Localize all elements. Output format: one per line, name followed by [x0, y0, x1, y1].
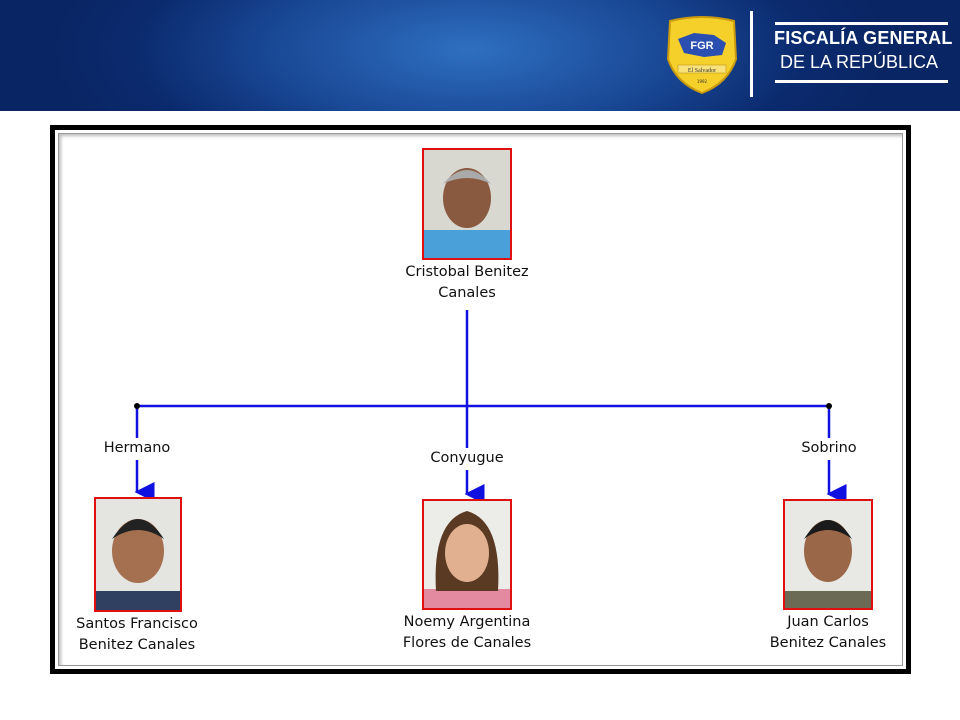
junction-dot-right	[826, 403, 832, 409]
person-photo-icon	[424, 150, 510, 258]
header-title-line2: DE LA REPÚBLICA	[780, 52, 939, 72]
person-photo-icon	[96, 499, 180, 610]
relation-label-conyugue: Conyugue	[407, 450, 527, 466]
photo-noemy	[422, 499, 512, 610]
header-title-line1: FISCALÍA GENERAL	[774, 28, 953, 48]
diagram-canvas	[58, 133, 903, 666]
person-photo-icon	[785, 501, 871, 608]
header-banner: FGR El Salvador 1992 FISCALÍA GENERAL DE…	[0, 0, 960, 111]
header-rule-top	[775, 22, 948, 25]
svg-text:El Salvador: El Salvador	[688, 68, 716, 74]
relation-label-sobrino: Sobrino	[769, 440, 889, 456]
photo-juan-carlos	[783, 499, 873, 610]
header-rule-bottom	[775, 80, 948, 83]
fgr-badge-logo: FGR El Salvador 1992	[666, 16, 738, 95]
relation-label-hermano: Hermano	[77, 440, 197, 456]
person-photo-icon	[424, 501, 510, 608]
svg-text:FGR: FGR	[690, 40, 713, 52]
junction-dot-left	[134, 403, 140, 409]
header-divider	[750, 11, 753, 97]
photo-santos	[94, 497, 182, 612]
photo-root	[422, 148, 512, 260]
svg-text:1992: 1992	[697, 79, 708, 84]
